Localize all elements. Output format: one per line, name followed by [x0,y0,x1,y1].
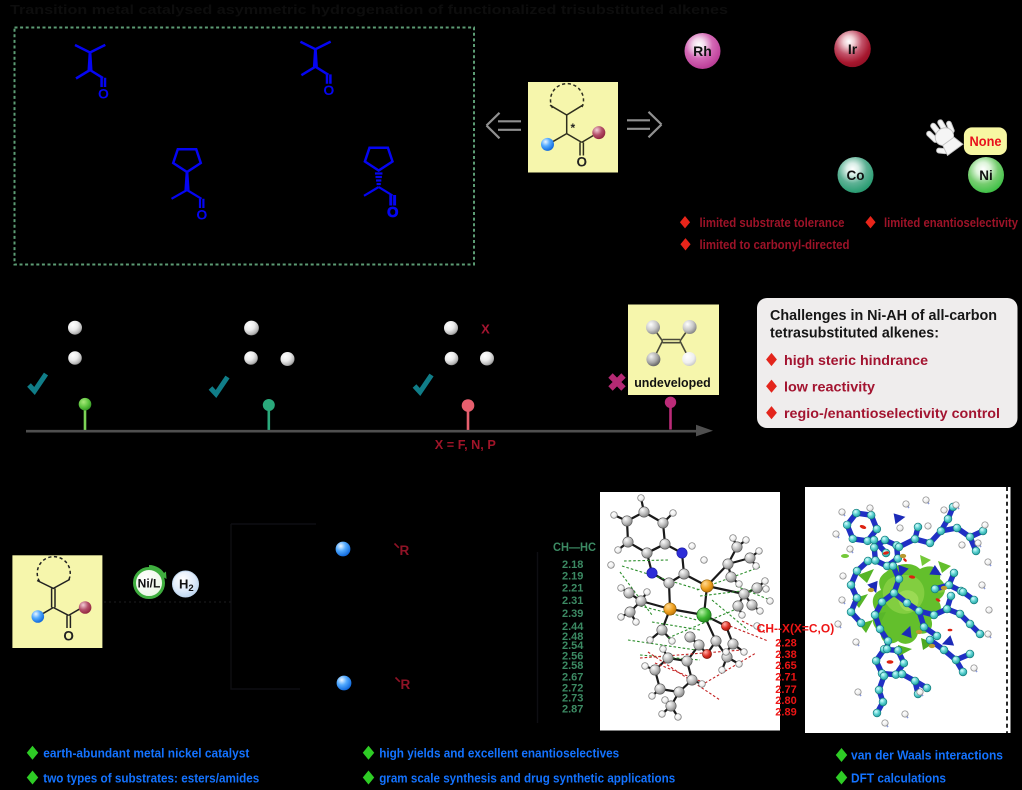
svg-text:high steric hindrance: high steric hindrance [784,352,928,368]
svg-text:2.73: 2.73 [562,692,583,704]
svg-text:Challenges in Ni-AH of all-car: Challenges in Ni-AH of all-carbon [770,308,997,324]
svg-text:gram scale synthesis and drug: gram scale synthesis and drug synthetic … [379,771,675,785]
svg-text:low reactivity: low reactivity [784,378,875,394]
svg-text:2.72: 2.72 [562,683,583,695]
svg-text:DFT calculations: DFT calculations [851,771,946,785]
svg-text:CH—HC: CH—HC [553,542,596,554]
svg-text:O: O [63,628,74,643]
svg-text:regio-/enantioselectivity cont: regio-/enantioselectivity control [784,405,1000,421]
svg-text:Co: Co [847,168,865,183]
svg-text:van der Waals interactions: van der Waals interactions [851,749,1003,763]
svg-text:earth-abundant metal nickel c: earth-abundant metal nickel catalyst [43,747,250,761]
svg-text:2.67: 2.67 [562,671,583,683]
svg-text:X: X [481,322,490,337]
svg-text:2.89: 2.89 [775,707,796,719]
svg-text:2.54: 2.54 [562,640,584,652]
svg-text:None: None [970,134,1002,149]
svg-text:2.21: 2.21 [562,582,583,594]
svg-text:*: * [570,121,575,135]
svg-text:O: O [323,82,334,98]
svg-text:Ni/L: Ni/L [138,576,161,590]
svg-text:Rh: Rh [693,43,712,59]
svg-text:2.77: 2.77 [775,684,796,696]
svg-text:two types of substrates: ester: two types of substrates: esters/amides [43,771,259,785]
svg-text:R: R [401,677,411,692]
svg-text:limited substrate tolerance: limited substrate tolerance [700,216,845,230]
svg-text:X = F, N, P: X = F, N, P [435,438,496,452]
svg-text:2.39: 2.39 [562,608,583,620]
svg-text:2.56: 2.56 [562,650,583,662]
svg-text:Transition metal catalysed asy: Transition metal catalysed asymmetric hy… [10,3,728,17]
svg-text:2.31: 2.31 [562,595,583,607]
svg-text:2.28: 2.28 [775,638,796,650]
svg-text:CH--X(X=C,O): CH--X(X=C,O) [757,624,835,636]
svg-text:R: R [400,543,410,558]
svg-text:Ir: Ir [848,41,858,57]
svg-text:tetrasubstituted alkenes:: tetrasubstituted alkenes: [770,325,939,341]
svg-text:high yields and excellent enan: high yields and excellent enantioselecti… [379,747,619,761]
svg-text:limited enantioselectivity: limited enantioselectivity [884,216,1018,230]
svg-text:O: O [196,207,207,223]
svg-text:2.87: 2.87 [562,703,583,715]
svg-text:O: O [576,155,587,170]
svg-text:limited to carbonyl-directed: limited to carbonyl-directed [700,238,850,252]
svg-text:2.80: 2.80 [775,695,796,707]
svg-text:2.18: 2.18 [562,559,583,571]
svg-text:2.58: 2.58 [562,660,583,672]
svg-text:Ni: Ni [979,168,993,183]
svg-text:2.44: 2.44 [562,621,584,633]
svg-text:2.38: 2.38 [775,649,796,661]
svg-text:2.71: 2.71 [775,672,796,684]
svg-text:2.48: 2.48 [562,631,583,643]
svg-text:undeveloped: undeveloped [634,375,711,390]
svg-text:O: O [98,86,109,102]
svg-text:2.19: 2.19 [562,570,583,582]
svg-text:2.65: 2.65 [775,660,796,672]
svg-text:O: O [387,205,398,221]
